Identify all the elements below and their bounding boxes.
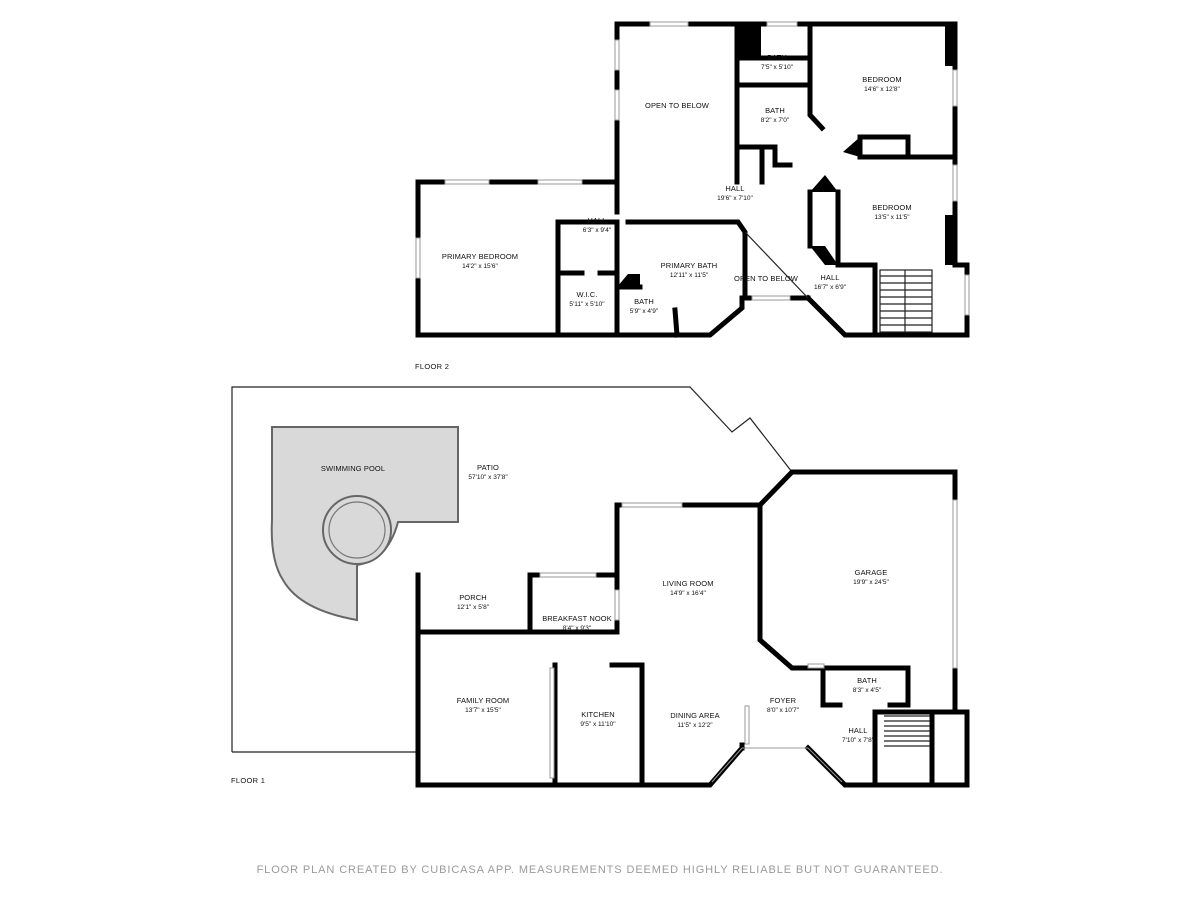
kitchen-name: KITCHEN: [581, 710, 615, 719]
wall-block: [737, 24, 761, 58]
bath-mid-dim: 8'2" x 7'0": [761, 117, 790, 124]
living-room-dim: 14'9" x 16'4": [670, 590, 706, 597]
kitchen-dim: 9'5" x 11'10": [580, 721, 616, 728]
bath-mid-name: BATH: [765, 106, 785, 115]
primary-bedroom-dim: 14'2" x 15'6": [462, 263, 498, 270]
living-room-name: LIVING ROOM: [662, 579, 713, 588]
bedroom-1-name: BEDROOM: [862, 75, 901, 84]
dining-area-dim: 11'5" x 12'2": [677, 722, 713, 729]
wall-block: [617, 274, 640, 287]
foyer-name: FOYER: [770, 696, 797, 705]
footer-disclaimer: FLOOR PLAN CREATED BY CUBICASA APP. MEAS…: [257, 864, 944, 876]
hall-floor1-name: HALL: [848, 726, 867, 735]
patio-name: PATIO: [477, 463, 499, 472]
wall-block: [945, 215, 955, 265]
hall-small-dim: 6'3" x 9'4": [583, 227, 612, 234]
floor-2-label: FLOOR 2: [415, 362, 449, 371]
wic-dim: 5'11" x 5'10": [569, 301, 605, 308]
dining-area-name: DINING AREA: [670, 711, 719, 720]
hall-right-name: HALL: [820, 273, 839, 282]
staircase-floor2: [879, 269, 933, 333]
hall-small-name: HALL: [587, 216, 606, 225]
wall-block: [945, 24, 955, 66]
bath-top-name: BATH: [767, 53, 787, 62]
hall-upper-name: HALL: [725, 184, 744, 193]
bedroom-2-name: BEDROOM: [872, 203, 911, 212]
bath-top-dim: 7'5" x 5'10": [761, 64, 794, 71]
swimming-pool-name: SWIMMING POOL: [321, 464, 385, 473]
garage-dim: 19'9" x 24'5": [853, 579, 889, 586]
floor-1-label: FLOOR 1: [231, 776, 265, 785]
primary-bath-name: PRIMARY BATH: [661, 261, 718, 270]
family-room-name: FAMILY ROOM: [457, 696, 510, 705]
family-room-dim: 13'7" x 15'5": [465, 707, 501, 714]
primary-bath-dim: 12'11" x 11'5": [670, 272, 709, 279]
wic-name: W.I.C.: [576, 290, 597, 299]
wall-block: [810, 246, 838, 265]
open-to-below-1-name: OPEN TO BELOW: [645, 101, 710, 110]
patio-dim: 57'10" x 37'8": [468, 474, 508, 481]
floor-2-plan: [415, 21, 970, 338]
foyer-dim: 8'0" x 10'7": [767, 707, 800, 714]
wall-block: [843, 137, 860, 157]
hall-upper-dim: 19'6" x 7'10": [717, 195, 753, 202]
wall-block: [810, 175, 838, 192]
hall-right-dim: 16'7" x 6'9": [814, 284, 847, 291]
breakfast-nook-dim: 8'4" x 9'3": [563, 625, 592, 632]
floor-1-plan: [231, 386, 970, 788]
bedroom-2-dim: 13'5" x 11'5": [874, 214, 910, 221]
garage-name: GARAGE: [855, 568, 888, 577]
staircase-floor1: [884, 715, 930, 747]
porch-dim: 12'1" x 5'8": [457, 604, 490, 611]
porch-name: PORCH: [459, 593, 487, 602]
open-to-below-2-name: OPEN TO BELOW: [734, 274, 799, 283]
breakfast-nook-name: BREAKFAST NOOK: [542, 614, 612, 623]
bath-small-name: BATH: [634, 297, 654, 306]
primary-bedroom-name: PRIMARY BEDROOM: [442, 252, 518, 261]
bath-floor1-name: BATH: [857, 676, 877, 685]
bath-small-dim: 5'9" x 4'9": [630, 308, 659, 315]
bedroom-1-dim: 14'6" x 12'8": [864, 86, 900, 93]
bath-floor1-dim: 8'3" x 4'5": [853, 687, 882, 694]
hall-floor1-dim: 7'10" x 7'8": [842, 737, 875, 744]
